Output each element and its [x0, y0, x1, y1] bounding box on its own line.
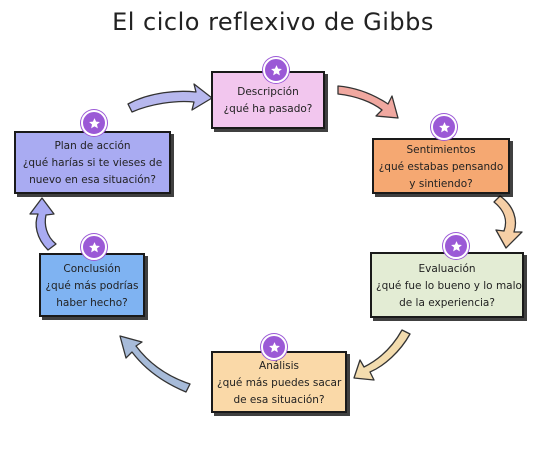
star-icon [431, 114, 457, 140]
stage-descripcion: Descripción ¿qué ha pasado? [211, 71, 325, 129]
arrow-conclusion-to-plan [29, 197, 57, 251]
stage-evaluacion-question-2: de la experiencia? [399, 296, 495, 309]
stage-evaluacion: Evaluación ¿qué fue lo bueno y lo malo d… [370, 252, 524, 318]
stage-conclusion-question-2: haber hecho? [56, 296, 128, 309]
arrow-descripcion-to-sentimientos [337, 85, 399, 119]
stage-sentimientos-title: Sentimientos [406, 143, 476, 156]
stage-plan-de-accion: Plan de acción ¿qué harías si te vieses … [14, 131, 171, 194]
stage-plan-question-2: nuevo en esa situación? [29, 174, 156, 186]
stage-plan-question-1: ¿qué harías si te vieses de [22, 157, 163, 169]
stage-analisis-title: Análisis [259, 359, 299, 372]
stage-evaluacion-question-1: ¿qué fue lo bueno y lo malo [376, 279, 522, 292]
stage-sentimientos: Sentimientos ¿qué estabas pensando y sin… [372, 138, 510, 194]
diagram-title: El ciclo reflexivo de Gibbs [112, 8, 434, 36]
stage-conclusion: Conclusión ¿qué más podrías haber hecho? [39, 253, 145, 317]
star-icon [81, 110, 107, 136]
star-icon [263, 57, 289, 83]
star-icon [81, 234, 107, 260]
stage-conclusion-question-1: ¿qué más podrías [45, 279, 139, 292]
star-icon [443, 233, 469, 259]
star-icon [261, 334, 287, 360]
stage-analisis-question-1: ¿qué más puedes sacar [217, 376, 342, 389]
stage-descripcion-question: ¿qué ha pasado? [223, 103, 313, 115]
stage-sentimientos-question-1: ¿qué estabas pensando [378, 160, 504, 173]
stage-descripcion-title: Descripción [237, 86, 299, 98]
stage-sentimientos-question-2: y sintiendo? [409, 177, 473, 190]
arrow-analisis-to-conclusion [119, 335, 191, 393]
arrow-plan-to-descripcion [127, 83, 213, 113]
stage-analisis: Análisis ¿qué más puedes sacar de esa si… [211, 351, 347, 413]
stage-analisis-question-2: de esa situación? [233, 393, 325, 406]
stage-conclusion-title: Conclusión [63, 262, 121, 275]
arrow-sentimientos-to-evaluacion [493, 195, 523, 249]
stage-plan-title: Plan de acción [54, 140, 131, 152]
stage-evaluacion-title: Evaluación [418, 262, 476, 275]
arrow-evaluacion-to-analisis [353, 329, 411, 381]
